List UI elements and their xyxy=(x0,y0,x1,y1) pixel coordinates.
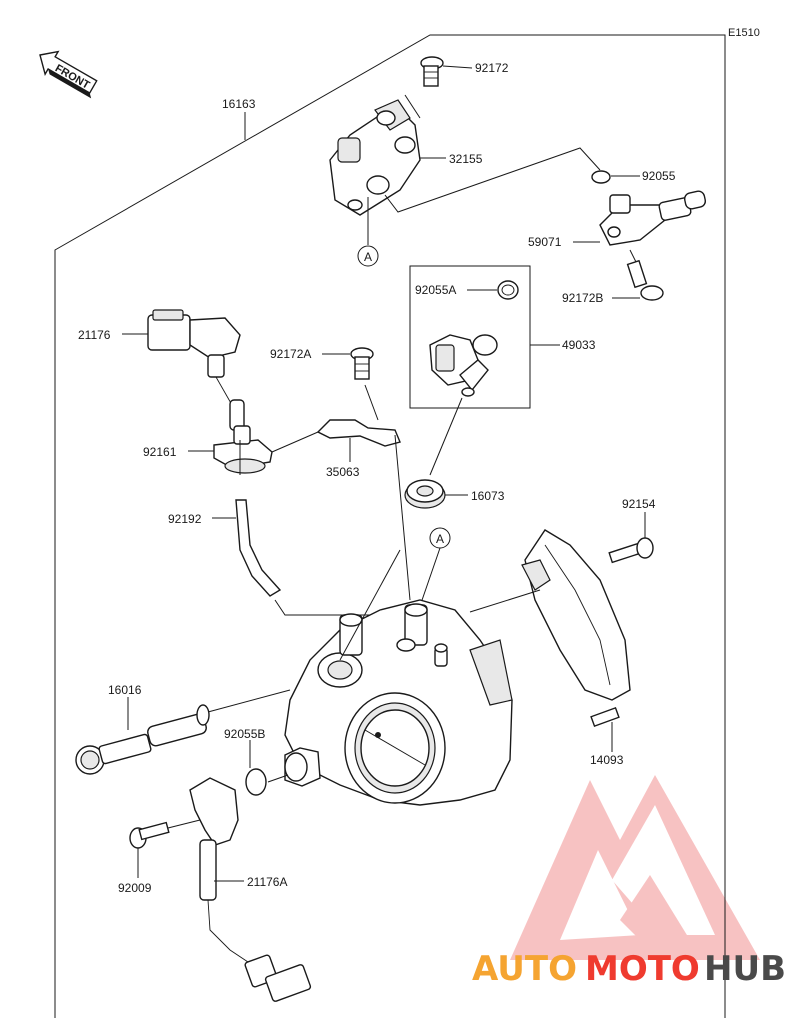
label-92154: 92154 xyxy=(622,497,656,511)
sensor-21176 xyxy=(147,309,245,431)
label-92055A: 92055A xyxy=(415,283,456,297)
assembly-frame xyxy=(54,34,726,1018)
svg-text:A: A xyxy=(436,532,444,546)
cap-92161 xyxy=(213,425,273,474)
label-21176: 21176 xyxy=(78,328,111,342)
label-59071: 59071 xyxy=(528,235,562,249)
grommet-16073 xyxy=(404,479,446,509)
label-92172: 92172 xyxy=(475,61,509,75)
label-92161: 92161 xyxy=(143,445,177,459)
bracket-35063 xyxy=(316,419,401,447)
svg-text:HUB: HUB xyxy=(704,949,786,989)
bracket-32155 xyxy=(329,99,421,216)
label-92055: 92055 xyxy=(642,169,676,183)
label-16016: 16016 xyxy=(108,683,142,697)
oring-92055A xyxy=(497,280,519,300)
label-14093: 14093 xyxy=(590,753,624,767)
automotohub-watermark: AUTO MOTO HUB xyxy=(472,949,786,989)
svg-text:AUTO: AUTO xyxy=(472,949,577,989)
screw-92172A xyxy=(350,347,374,380)
sensor-59071 xyxy=(599,190,707,246)
throttle-body-16163 xyxy=(284,599,513,806)
label-16073: 16073 xyxy=(471,489,505,503)
injector-group-box xyxy=(409,265,531,409)
label-35063: 35063 xyxy=(326,465,360,479)
front-arrow: FRONT xyxy=(39,50,98,99)
label-92172B: 92172B xyxy=(562,291,603,305)
bolt-92009 xyxy=(129,821,170,849)
injector-49033 xyxy=(429,334,498,397)
screw-92172 xyxy=(420,56,444,87)
label-92192: 92192 xyxy=(168,512,202,526)
bolt-92154 xyxy=(608,537,654,564)
label-49033: 49033 xyxy=(562,338,596,352)
diagram-code: E1510 xyxy=(728,27,760,39)
callout-a-top: A xyxy=(357,245,379,267)
label-92055B: 92055B xyxy=(224,727,265,741)
automotohub-logo xyxy=(510,775,760,960)
oring-92055 xyxy=(591,170,611,184)
sensor-21176A xyxy=(189,777,312,1002)
label-16163: 16163 xyxy=(222,97,256,111)
sensor-16016 xyxy=(75,704,210,775)
label-21176A: 21176A xyxy=(247,875,287,889)
oring-92055B xyxy=(245,768,267,796)
hose-92192 xyxy=(235,499,282,597)
label-32155: 32155 xyxy=(449,152,483,166)
svg-text:MOTO: MOTO xyxy=(585,949,700,989)
label-92009: 92009 xyxy=(118,881,152,895)
svg-text:A: A xyxy=(364,250,372,264)
label-92172A: 92172A xyxy=(270,347,311,361)
callout-a-lower: A xyxy=(429,527,451,549)
holder-14093 xyxy=(521,529,631,728)
bolt-92172B xyxy=(626,259,664,301)
